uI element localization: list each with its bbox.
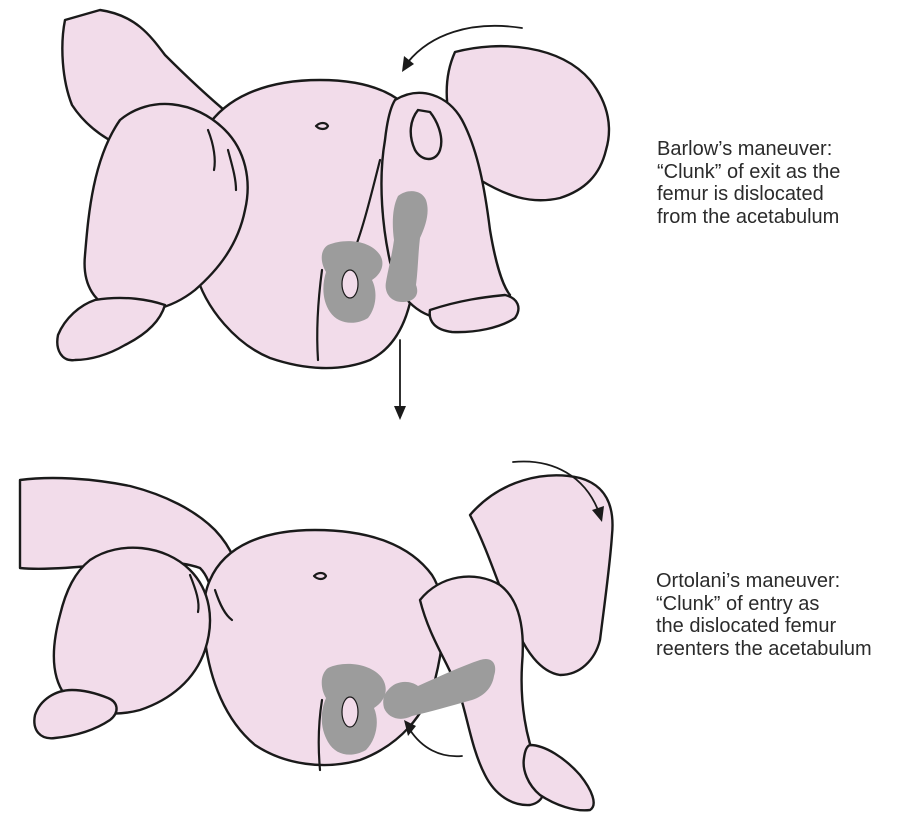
barlow-caption-line-4: from the acetabulum — [657, 206, 840, 229]
barlow-caption-line-2: “Clunk” of exit as the — [657, 161, 840, 184]
ortolani-panel — [20, 461, 613, 810]
ortolani-caption: Ortolani’s maneuver: “Clunk” of entry as… — [656, 570, 872, 660]
barlow-obturator — [342, 270, 358, 298]
ortolani-caption-line-4: reenters the acetabulum — [656, 638, 872, 661]
barlow-caption-line-3: femur is dislocated — [657, 183, 840, 206]
ortolani-left-leg — [54, 548, 210, 714]
ortolani-caption-line-2: “Clunk” of entry as — [656, 593, 872, 616]
ortolani-caption-line-3: the dislocated femur — [656, 615, 872, 638]
barlow-caption-line-1: Barlow’s maneuver: — [657, 138, 840, 161]
ortolani-entry-arrow — [410, 730, 462, 756]
barlow-panel — [57, 10, 609, 420]
barlow-down-arrowhead — [394, 406, 406, 420]
ortolani-obturator — [342, 697, 358, 727]
barlow-left-foot — [57, 298, 165, 360]
ortolani-caption-line-1: Ortolani’s maneuver: — [656, 570, 872, 593]
barlow-caption: Barlow’s maneuver: “Clunk” of exit as th… — [657, 138, 840, 228]
ortolani-left-foot — [34, 690, 116, 738]
